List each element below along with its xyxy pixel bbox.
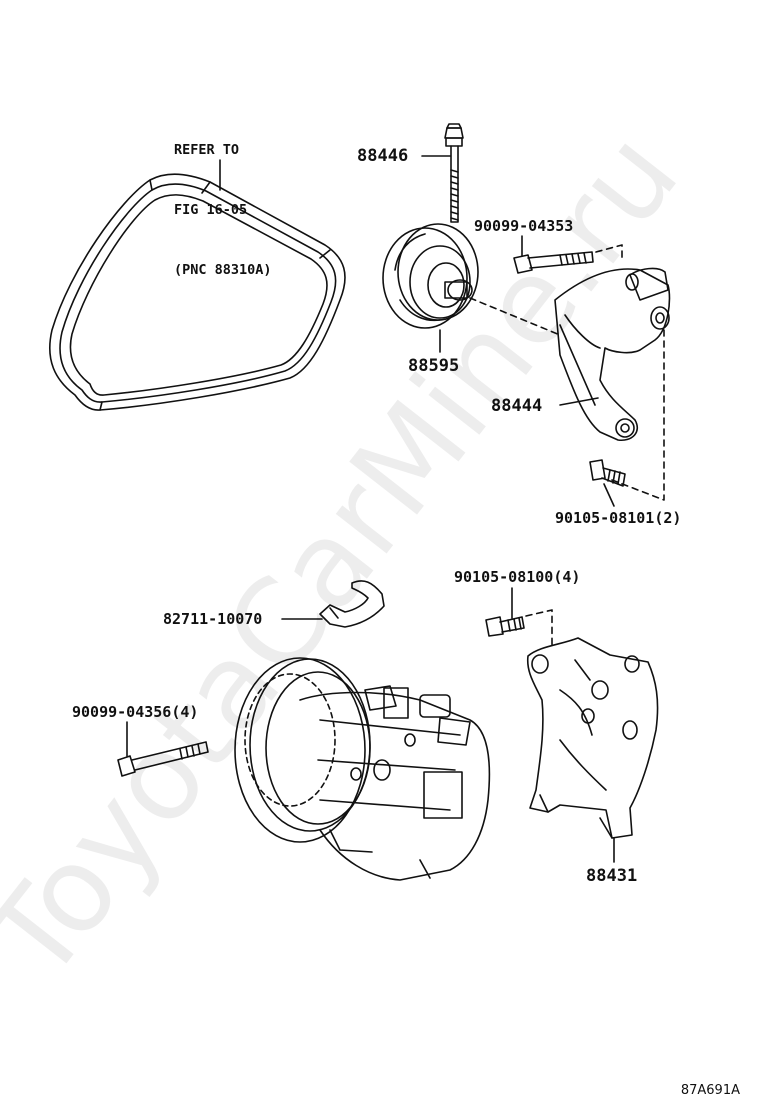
leader-88444 xyxy=(559,397,599,406)
bolt-90099-04356 xyxy=(117,741,209,777)
reference-line-3: (PNC 88310A) xyxy=(174,262,272,278)
part-label-88431[interactable]: 88431 xyxy=(586,866,638,886)
part-label-90099-04353[interactable]: 90099-04353 xyxy=(474,217,574,235)
bolt-90099-04353 xyxy=(513,251,594,274)
part-label-90105-08101[interactable]: 90105-08101(2) xyxy=(555,509,682,527)
drive-belt xyxy=(48,173,346,411)
part-label-90099-04356[interactable]: 90099-04356(4) xyxy=(72,703,199,721)
dashed-guide xyxy=(469,297,561,336)
bolt-90105-08101 xyxy=(589,459,626,487)
reference-note: REFER TO FIG 16-05 (PNC 88310A) xyxy=(174,100,272,300)
part-label-88595[interactable]: 88595 xyxy=(408,356,460,376)
reference-line-2: FIG 16-05 xyxy=(174,202,248,218)
idler-bracket xyxy=(554,267,671,442)
idler-pulley xyxy=(382,223,479,329)
part-label-82711-10070[interactable]: 82711-10070 xyxy=(163,610,263,628)
leader-90105-08101 xyxy=(603,483,615,507)
bolt-90105-08100 xyxy=(485,616,525,637)
figure-code: 87A691A xyxy=(680,1083,740,1098)
part-label-90105-08100[interactable]: 90105-08100(4) xyxy=(454,568,581,586)
compressor-bracket xyxy=(526,637,659,839)
reference-line-1: REFER TO xyxy=(174,142,240,158)
bolt-88446 xyxy=(444,123,464,223)
part-label-88446[interactable]: 88446 xyxy=(357,146,409,166)
part-label-88444[interactable]: 88444 xyxy=(491,396,543,416)
ac-compressor xyxy=(234,657,491,881)
clamp xyxy=(319,580,385,628)
